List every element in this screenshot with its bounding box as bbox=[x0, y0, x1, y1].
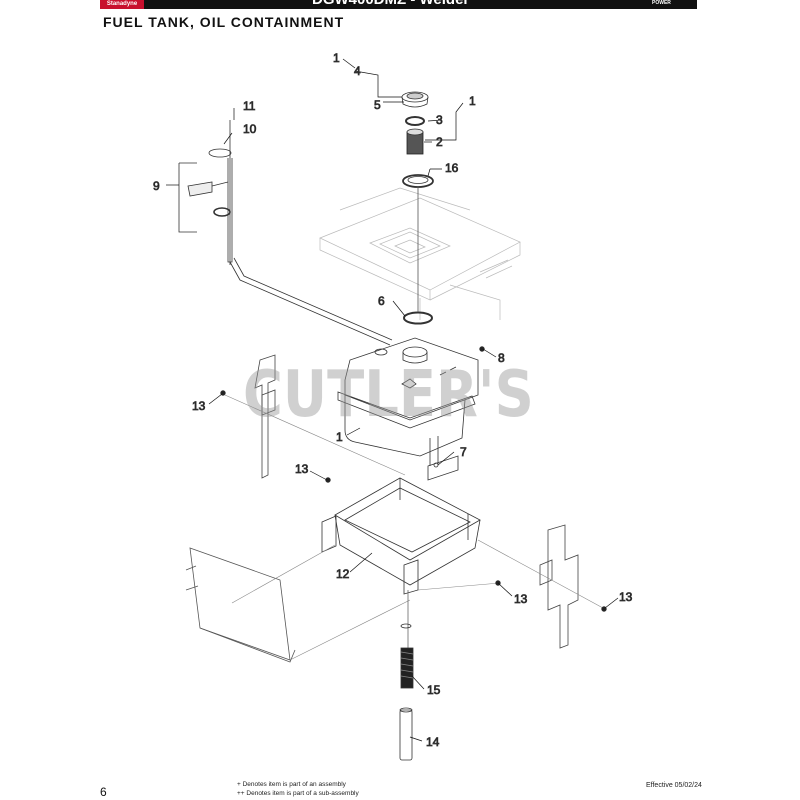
leader-lines bbox=[166, 58, 619, 742]
callout-4: 4 bbox=[354, 64, 361, 78]
callout-6: 6 bbox=[378, 294, 385, 308]
drain-tube bbox=[399, 707, 413, 761]
callout-9: 9 bbox=[153, 179, 160, 193]
callout-12: 12 bbox=[336, 567, 350, 581]
callout-13-front: 13 bbox=[514, 592, 528, 606]
fuel-cap bbox=[401, 91, 429, 108]
header-bar: DGW400DMZ - Welder bbox=[100, 0, 697, 9]
callout-7: 7 bbox=[460, 445, 467, 459]
callout-1-cap: 1 bbox=[333, 51, 340, 65]
long-rails bbox=[224, 394, 604, 661]
header-title: DGW400DMZ - Welder bbox=[312, 0, 469, 8]
callout-13-pan: 13 bbox=[295, 462, 309, 476]
left-frame-post bbox=[254, 354, 276, 479]
callout-15: 15 bbox=[427, 683, 441, 697]
engine-frame-outline bbox=[319, 187, 521, 320]
brand-logo: Stanadyne bbox=[100, 0, 144, 9]
callout-1-tank: 1 bbox=[336, 430, 343, 444]
page-title: FUEL TANK, OIL CONTAINMENT bbox=[103, 14, 345, 30]
bolt-13b bbox=[325, 477, 331, 483]
callout-13-left: 13 bbox=[192, 399, 206, 413]
callout-5: 5 bbox=[374, 98, 381, 112]
fuel-tank bbox=[337, 337, 479, 457]
page-number: 6 bbox=[100, 785, 107, 799]
callout-1-assembly: 1 bbox=[469, 94, 476, 108]
callout-16: 16 bbox=[445, 161, 459, 175]
bolt-8 bbox=[479, 346, 485, 352]
drain-hose bbox=[400, 590, 414, 689]
callout-8: 8 bbox=[498, 351, 505, 365]
side-panel bbox=[185, 547, 296, 663]
footnote-subassembly: ++ Denotes item is part of a sub-assembl… bbox=[237, 790, 359, 797]
callout-2: 2 bbox=[436, 135, 443, 149]
filler-neck-ring bbox=[402, 174, 434, 188]
callout-14: 14 bbox=[426, 735, 440, 749]
callout-3: 3 bbox=[436, 113, 443, 127]
tank-grommet bbox=[403, 311, 433, 325]
oil-containment-pan bbox=[321, 477, 481, 595]
watermark: CUTLER'S bbox=[243, 358, 534, 432]
tank-bracket bbox=[427, 436, 459, 481]
callout-11: 11 bbox=[243, 99, 256, 113]
right-frame-post bbox=[539, 524, 579, 649]
cap-o-ring bbox=[405, 116, 425, 126]
callout-13-right: 13 bbox=[619, 590, 633, 604]
fuel-sender-unit bbox=[178, 120, 393, 346]
callout-10: 10 bbox=[243, 122, 257, 136]
footnote-assembly: + Denotes item is part of an assembly bbox=[237, 781, 346, 788]
effective-date: Effective 05/02/24 bbox=[646, 782, 702, 789]
power-logo: POWER bbox=[652, 0, 671, 6]
fuel-strainer bbox=[406, 128, 424, 155]
